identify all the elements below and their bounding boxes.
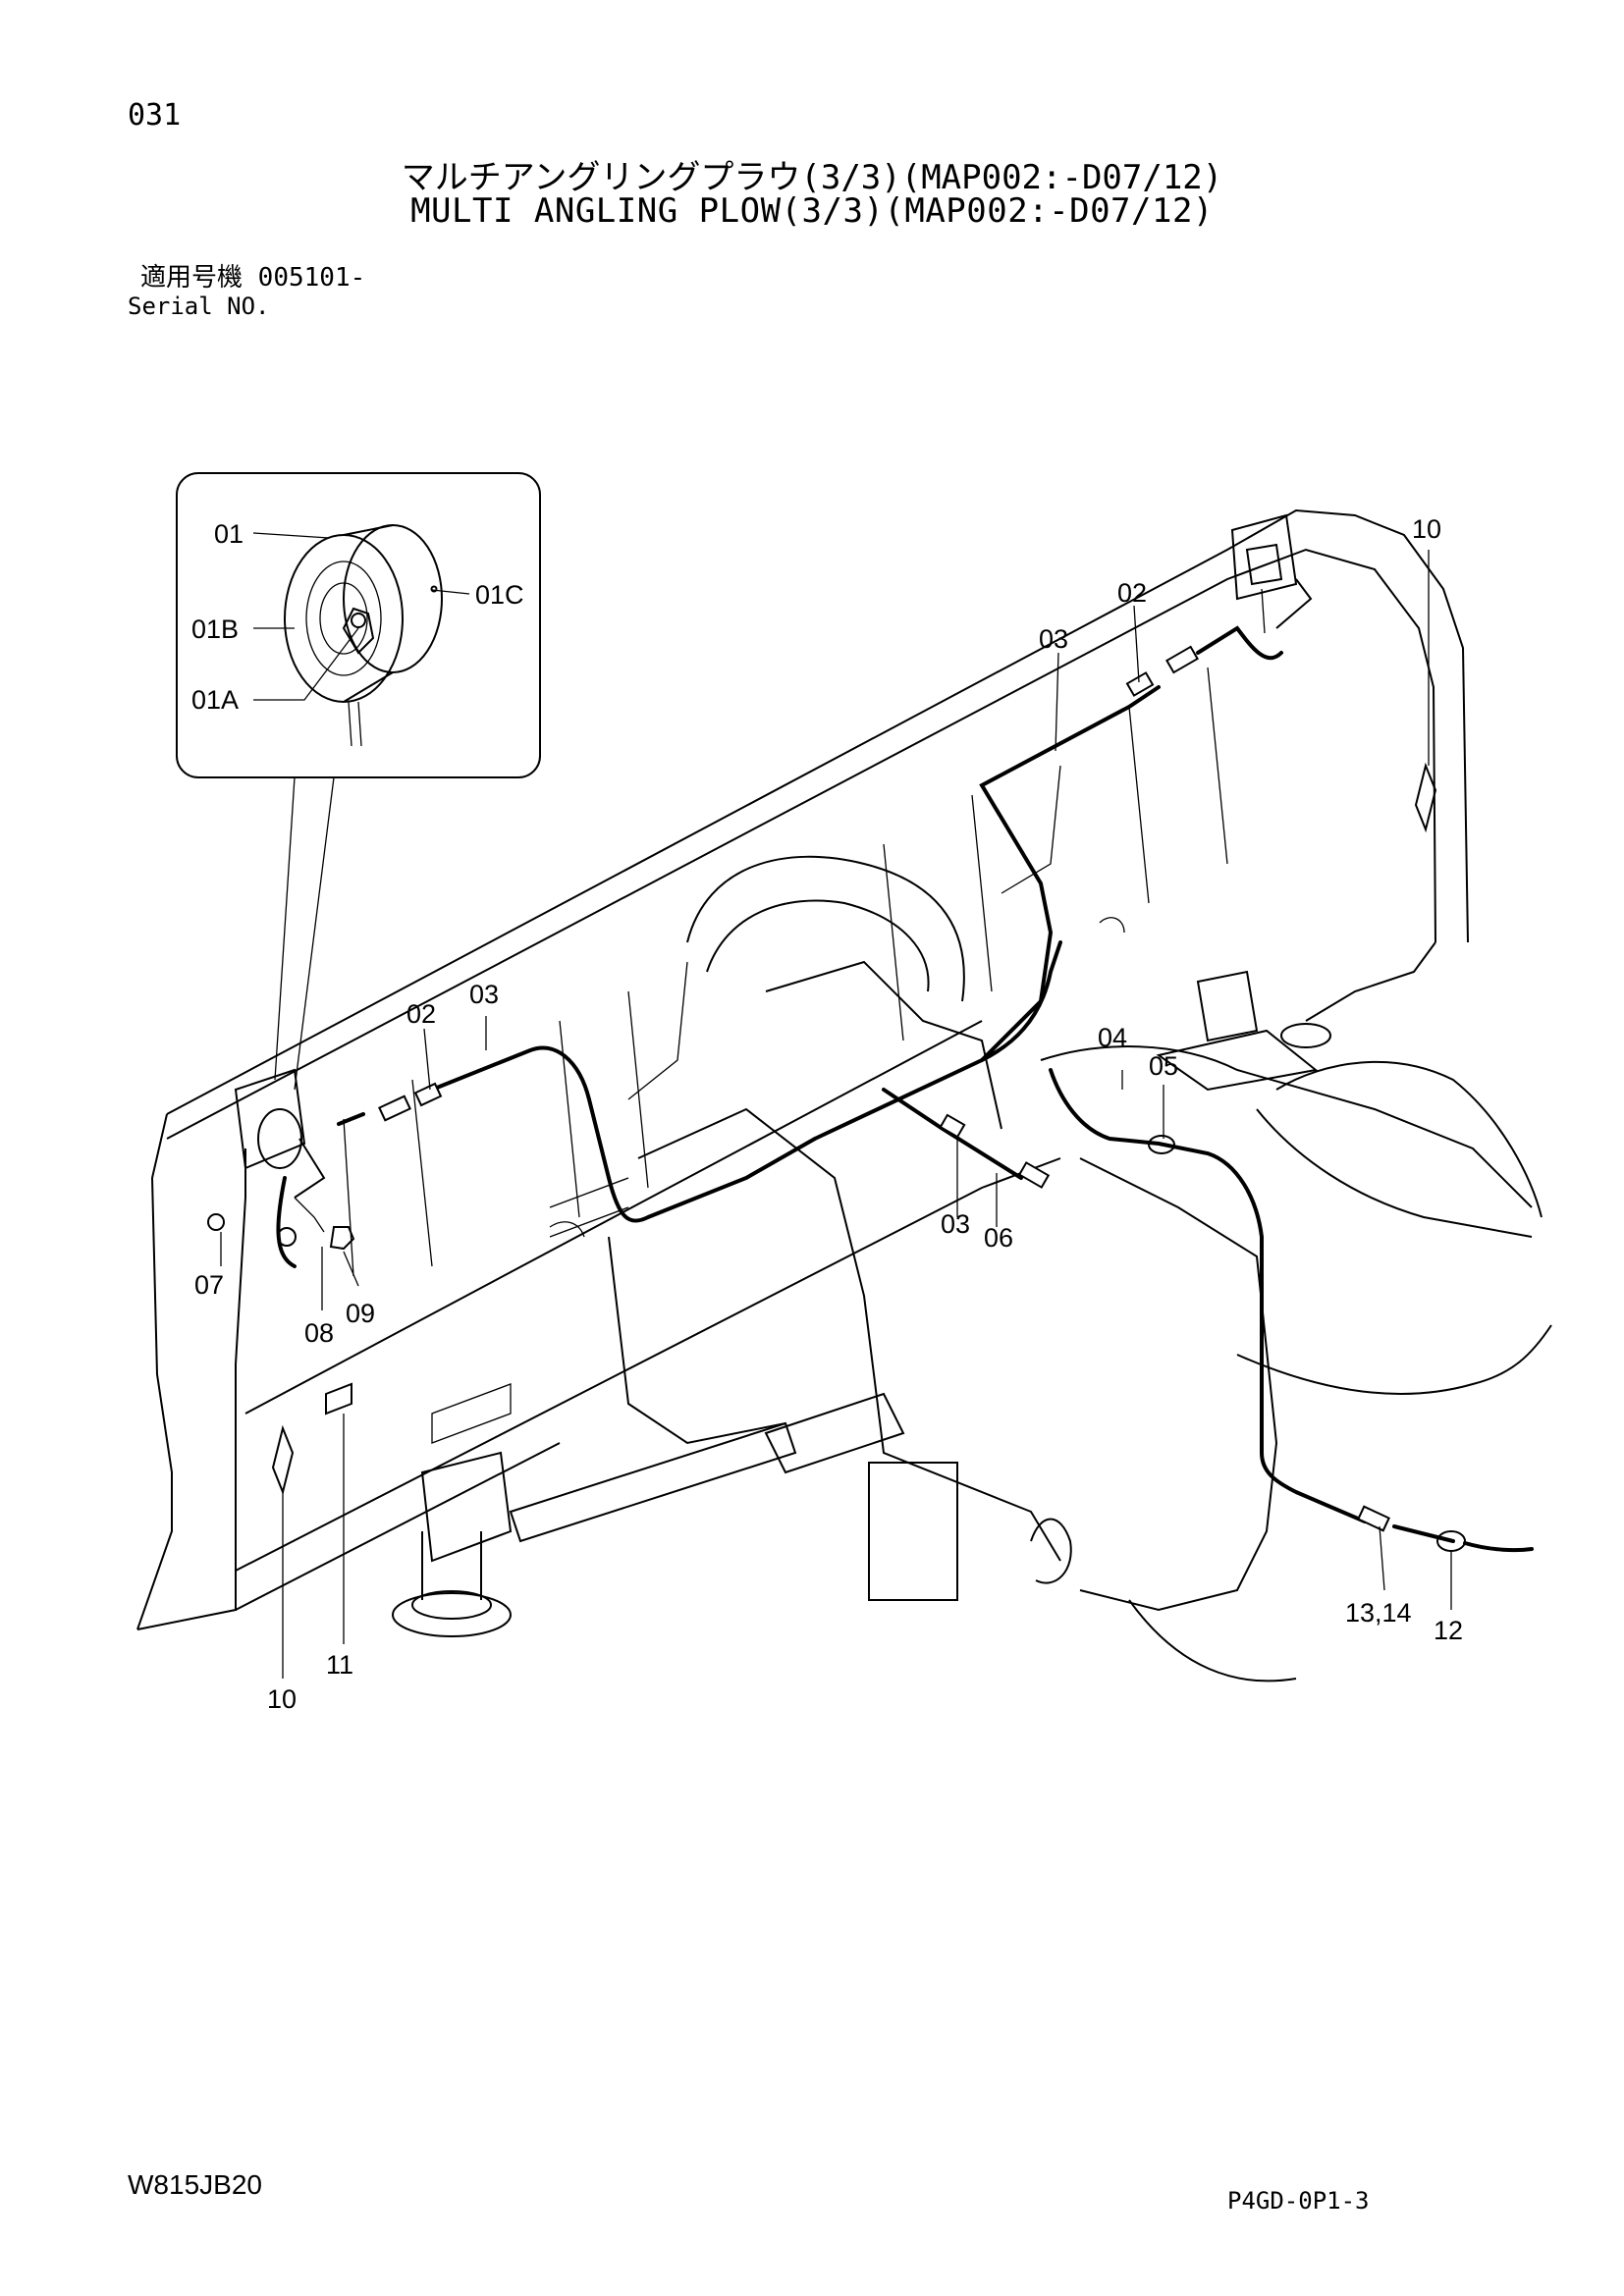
decal-10-left [271, 1424, 295, 1496]
serial-value: 005101- [257, 263, 366, 293]
work-light-detail-inset [176, 472, 541, 1091]
callout-10-left: 10 [267, 1684, 297, 1714]
callout-07: 07 [194, 1270, 224, 1300]
title-english: MULTI ANGLING PLOW(3/3)(MAP002:-D07/12) [410, 191, 1214, 231]
serial-label-jp: 適用号機 [140, 263, 244, 293]
serial-line-japanese: 適用号機 005101- [140, 257, 365, 294]
left-work-light [207, 1068, 355, 1268]
callout-04: 04 [1098, 1023, 1127, 1052]
callout-03-left: 03 [469, 980, 499, 1009]
drawing-code: W815JB20 [128, 2169, 262, 2200]
page-number: 031 [128, 98, 182, 133]
right-work-light [1230, 513, 1313, 634]
callout-02-left: 02 [406, 999, 436, 1029]
callout-labels: 01 01C 01B 01A 02 03 10 02 03 04 05 03 0… [191, 514, 1463, 1714]
callout-01A: 01A [191, 685, 239, 715]
callout-08: 08 [304, 1318, 334, 1348]
wiring-harness [337, 625, 1534, 1553]
callout-11: 11 [326, 1650, 353, 1680]
callout-01: 01 [214, 519, 244, 549]
callout-09: 09 [346, 1299, 375, 1328]
callout-12: 12 [1434, 1616, 1463, 1645]
callout-03-mid: 03 [941, 1209, 970, 1239]
callout-06: 06 [984, 1223, 1013, 1253]
title-japanese: マルチアングリングプラウ(3/3)(MAP002:-D07/12) [401, 158, 1223, 197]
callout-05: 05 [1149, 1051, 1178, 1081]
callout-13-14: 13,14 [1345, 1598, 1412, 1628]
page-code: P4GD-0P1-3 [1227, 2187, 1370, 2215]
plow-blade-outline [136, 508, 1552, 1682]
callout-01B: 01B [191, 614, 239, 644]
serial-label-english: Serial NO. [128, 293, 270, 320]
callout-03-right: 03 [1039, 624, 1068, 654]
callout-leaders [220, 550, 1452, 1679]
callout-01C: 01C [475, 580, 524, 610]
decal-11 [325, 1382, 352, 1415]
decal-10-right [1414, 762, 1437, 833]
callout-10-right: 10 [1412, 514, 1441, 544]
callout-02-right: 02 [1117, 578, 1147, 608]
